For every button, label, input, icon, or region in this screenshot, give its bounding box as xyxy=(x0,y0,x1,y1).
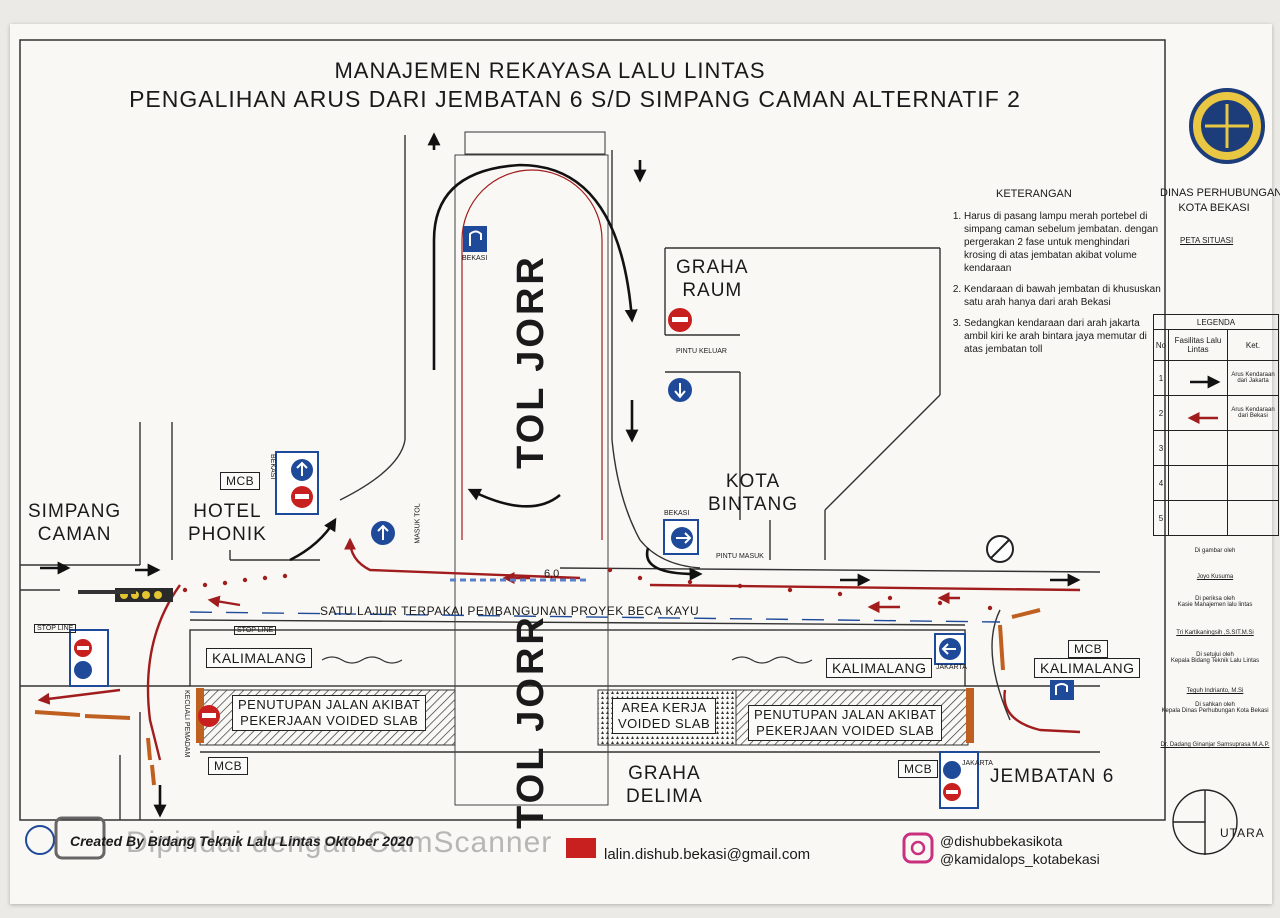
title-line-1: MANAJEMEN REKAYASA LALU LINTAS xyxy=(334,58,766,83)
legend-col-fasilitas: Fasilitas Lalu Lintas xyxy=(1168,329,1228,361)
north-arrow-icon xyxy=(1172,789,1238,855)
tol-jorr-upper-label: TOL JORR xyxy=(509,254,552,469)
ig-handle-1[interactable]: @dishubbekasikota xyxy=(940,833,1063,849)
peta-situasi-label: PETA SITUASI xyxy=(1180,236,1234,245)
tol-jorr-outline xyxy=(454,154,609,806)
north-label: UTARA xyxy=(1220,826,1265,840)
pintu-keluar-label: PINTU KELUAR xyxy=(676,348,727,355)
legend-row: 3 xyxy=(1153,430,1279,466)
simpang-caman-label: SIMPANG CAMAN xyxy=(28,501,122,545)
drawn-name: Joyo Kusuma xyxy=(1196,574,1234,580)
footer-icons xyxy=(25,816,934,864)
mcb-top-label: MCB xyxy=(220,472,261,490)
drawn-by: Di gambar oleh xyxy=(1194,548,1236,554)
tol-jorr-lower-label: TOL JORR xyxy=(509,614,552,829)
legend-col-ket: Ket. xyxy=(1227,329,1279,361)
legend-col-no: No xyxy=(1153,329,1169,361)
satu-lajur-label: SATU LAJUR TERPAKAI PEMBANGUNAN PROYEK B… xyxy=(320,604,700,618)
legend-no: 4 xyxy=(1153,465,1169,501)
dishub-logo xyxy=(1189,88,1265,164)
legend-ket: Arus Kendaraan dari Bekasi xyxy=(1227,395,1279,431)
pintu-masuk-label: PINTU MASUK xyxy=(716,553,764,560)
kalimalang-right-label: KALIMALANG xyxy=(1034,658,1141,678)
credit-text: Created By Bidang Teknik Lalu Lintas Okt… xyxy=(70,833,414,849)
keterangan-title: KETERANGAN xyxy=(996,188,1072,200)
legend-symbol xyxy=(1168,430,1228,466)
legend-ket xyxy=(1227,465,1279,501)
agreed-name: Teguh Indrianto, M.Si xyxy=(1186,688,1244,694)
stop-line-left-label: STOP LINE xyxy=(34,624,77,633)
legend-ket xyxy=(1227,430,1279,466)
jakarta-post-label: JAKARTA xyxy=(962,760,993,767)
checked-name: Tri Kartikaningsih ,S.SIT.M.Si xyxy=(1176,630,1254,636)
title-line-2: PENGALIHAN ARUS DARI JEMBATAN 6 S/D SIMP… xyxy=(129,86,1021,112)
stop-line-mid-label: STOP LINE xyxy=(234,626,277,635)
agreed-by: Di setujui oleh Kepala Bidang Teknik Lal… xyxy=(1170,652,1260,664)
jakarta-sign-label: JAKARTA xyxy=(936,664,967,671)
jembatan-6-label: JEMBATAN 6 xyxy=(990,766,1115,787)
closure-right-label: PENUTUPAN JALAN AKIBAT PEKERJAAN VOIDED … xyxy=(748,705,943,741)
legend-no: 5 xyxy=(1153,500,1169,536)
kalimalang-left-label: KALIMALANG xyxy=(206,648,313,668)
org-name: DINAS PERHUBUNGAN KOTA BEKASI xyxy=(1160,187,1280,214)
legend-title: LEGENDA xyxy=(1153,314,1279,330)
bekasi-sign-label: BEKASI xyxy=(269,454,276,480)
legend-ket: Arus Kendaraan dari Jakarta xyxy=(1227,360,1279,396)
legend-symbol xyxy=(1168,500,1228,536)
keterangan-list: Harus di pasang lampu merah portebel di … xyxy=(950,210,1164,364)
bekasi-mid-label: BEKASI xyxy=(664,510,690,517)
legend-ket xyxy=(1227,500,1279,536)
kecuali-pemadam-label: KECUALI PEMADAM xyxy=(183,690,190,758)
kota-bintang-label: KOTA BINTANG xyxy=(708,471,799,515)
closure-left-label: PENUTUPAN JALAN AKIBAT PEKERJAAN VOIDED … xyxy=(232,695,427,731)
mcb-bottom-right-label: MCB xyxy=(898,760,939,778)
sheet-border xyxy=(19,39,1166,821)
keterangan-item: Kendaraan di bawah jembatan di khususkan… xyxy=(964,283,1164,309)
legend-row: 2 Arus Kendaraan dari Bekasi xyxy=(1153,395,1279,431)
legend-symbol xyxy=(1168,360,1228,396)
keterangan-item: Sedangkan kendaraan dari arah jakarta am… xyxy=(964,317,1164,356)
legend-no: 2 xyxy=(1153,395,1169,431)
keterangan-item: Harus di pasang lampu merah portebel di … xyxy=(964,210,1164,275)
mcb-bottom-left-label: MCB xyxy=(208,757,249,775)
ig-handle-2[interactable]: @kamidalops_kotabekasi xyxy=(940,851,1100,867)
masuk-tol-label: MASUK TOL xyxy=(414,503,422,544)
graha-raum-label: GRAHA RAUM xyxy=(676,257,749,301)
hotel-phonik-label: HOTEL PHONIK xyxy=(188,501,267,545)
legend-row: 5 xyxy=(1153,500,1279,536)
instagram-handles: @dishubbekasikota @kamidalops_kotabekasi xyxy=(940,832,1100,868)
legend-symbol xyxy=(1168,395,1228,431)
road-width-label: 6,0 xyxy=(544,568,560,580)
scanner-watermark: Dipindai dengan CamScanner xyxy=(126,826,553,859)
email-link[interactable]: lalin.dishub.bekasi@gmail.com xyxy=(604,846,811,863)
bekasi-top-label: BEKASI xyxy=(462,255,488,262)
work-area-label: AREA KERJA VOIDED SLAB xyxy=(612,698,717,734)
mcb-right-label: MCB xyxy=(1068,640,1109,658)
approved-by: Di sahkan oleh Kepala Dinas Perhubungan … xyxy=(1161,702,1269,714)
legend-row: 1 Arus Kendaraan dari Jakarta xyxy=(1153,360,1279,396)
checked-by: Di periksa oleh Kasie Manajemen lalu lin… xyxy=(1177,596,1253,608)
graha-delima-label: GRAHA DELIMA xyxy=(626,763,703,807)
kalimalang-mid-label: KALIMALANG xyxy=(826,658,933,678)
signs xyxy=(69,226,1074,809)
approved-name: Dr. Dadang Ginanjar Samsuprasa M.A.P. xyxy=(1160,742,1270,748)
legend-row: 4 xyxy=(1153,465,1279,501)
legend-no: 3 xyxy=(1153,430,1169,466)
legend-symbol xyxy=(1168,465,1228,501)
legend-no: 1 xyxy=(1153,360,1169,396)
